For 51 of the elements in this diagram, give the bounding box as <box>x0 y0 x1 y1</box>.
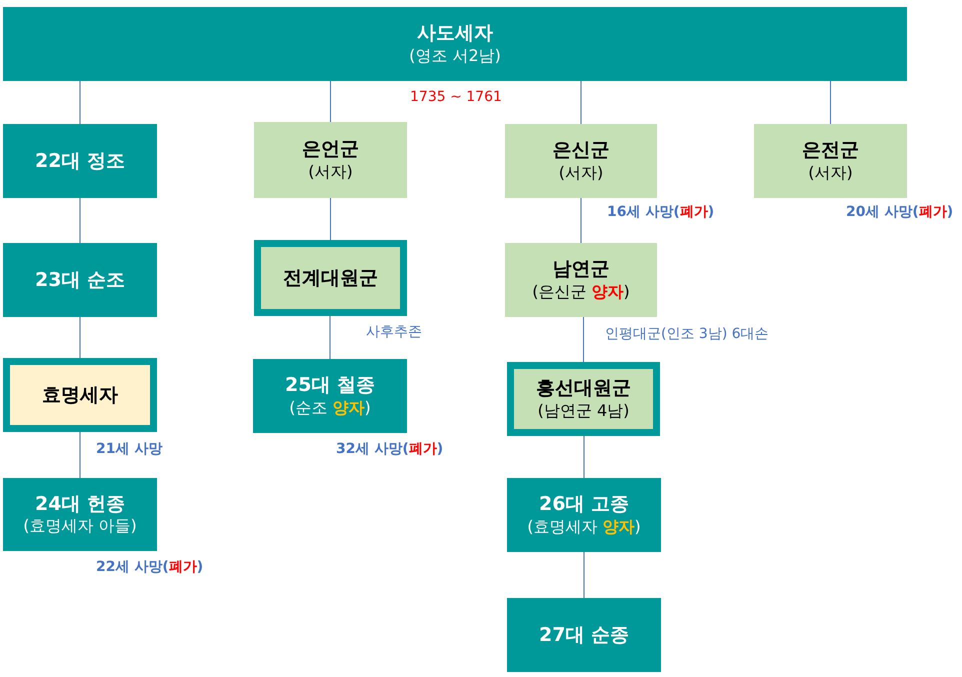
name-text: 전계대원군 <box>283 266 378 290</box>
connector-line <box>580 198 582 244</box>
note-text: (은신군 양자) <box>532 282 630 303</box>
person-box <box>505 243 657 317</box>
note-text: (순조 양자) <box>289 398 371 419</box>
note-text: (영조 서2남) <box>409 46 501 67</box>
note-text: 22세 사망(폐가) <box>96 558 204 576</box>
note-text: 20세 사망(폐가) <box>846 203 954 221</box>
note-text: (남연군 4남) <box>538 400 630 422</box>
person-box <box>3 358 157 432</box>
name-text: 26대 고종 <box>538 492 630 517</box>
name-text: 은신군 <box>552 138 610 163</box>
connector-line <box>583 316 584 362</box>
connector-line <box>830 80 831 124</box>
note-text: (효명세자 양자) <box>527 516 641 538</box>
connector-line <box>330 80 331 122</box>
person-box <box>254 240 407 316</box>
name-text: 25대 철종 <box>284 373 376 398</box>
person-box <box>253 359 407 433</box>
name-text: 사도세자 <box>417 21 493 46</box>
person-box <box>3 124 157 198</box>
note-text: 사후추존 <box>366 323 422 341</box>
name-text: 은전군 <box>802 138 859 163</box>
name-text: 남연군 <box>552 257 610 282</box>
person-box <box>3 7 907 81</box>
note-text: 32세 사망(폐가) <box>336 440 444 458</box>
name-text: 23대 순조 <box>34 268 126 292</box>
note-text: 16세 사망(폐가) <box>607 203 714 221</box>
note-text: (서자) <box>308 162 353 183</box>
note-text: 1735 ~ 1761 <box>410 89 502 105</box>
note-text: (효명세자 아들) <box>23 516 137 538</box>
person-box <box>507 478 661 552</box>
person-box <box>507 362 660 436</box>
person-box <box>754 124 907 198</box>
person-box <box>505 124 657 198</box>
note-text: 인평대군(인조 3남) 6대손 <box>605 325 769 343</box>
person-box <box>3 243 157 317</box>
name-text: 효명세자 <box>42 382 118 408</box>
note-text: (서자) <box>558 162 604 184</box>
connector-line <box>580 80 582 124</box>
note-text: 21세 사망 <box>96 440 162 458</box>
name-text: 은언군 <box>302 137 359 162</box>
name-text: 22대 정조 <box>34 148 126 174</box>
person-box <box>3 478 157 551</box>
note-text: (서자) <box>808 162 853 184</box>
connector-line <box>330 198 331 240</box>
person-box <box>507 598 661 672</box>
person-box <box>254 122 407 198</box>
name-text: 흥선대원군 <box>536 376 631 401</box>
name-text: 27대 순종 <box>538 622 630 648</box>
name-text: 24대 헌종 <box>34 492 126 516</box>
